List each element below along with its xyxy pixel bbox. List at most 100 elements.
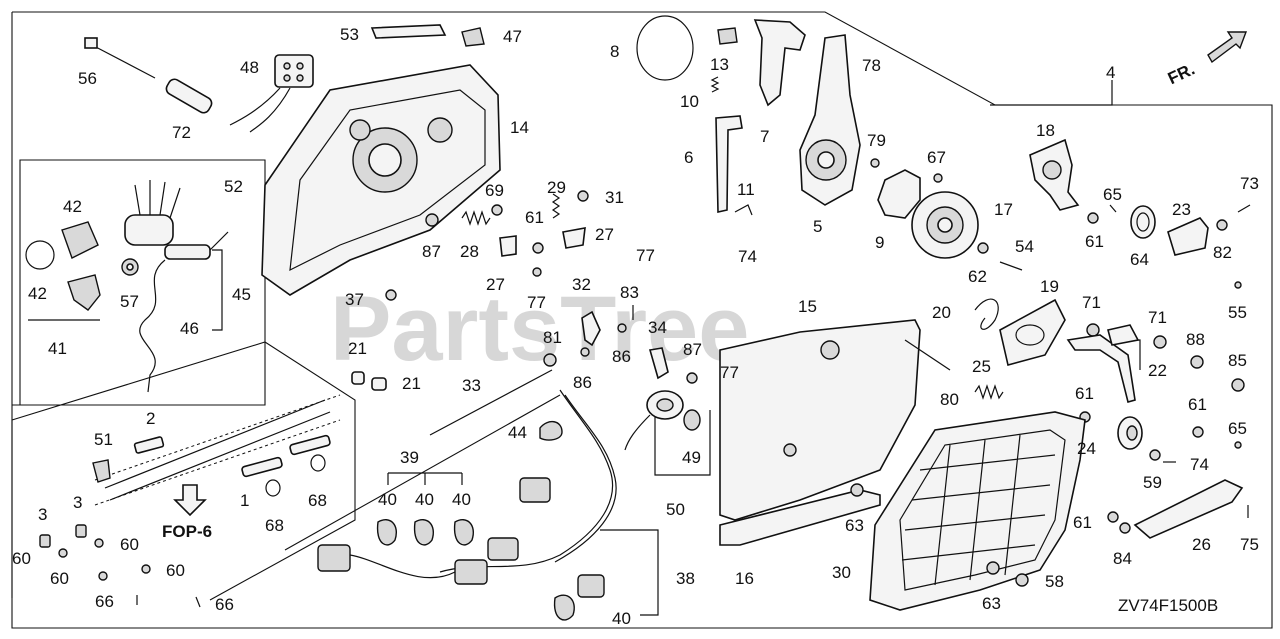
callout-85: 85: [1228, 351, 1247, 370]
callout-31: 31: [605, 188, 624, 207]
cable-72-part: [165, 78, 213, 114]
callout-61-right-b: 61: [1188, 395, 1207, 414]
callout-40-a: 40: [378, 490, 397, 509]
callout-71-left: 71: [1082, 293, 1101, 312]
callout-87-mid: 87: [683, 340, 702, 359]
callout-8: 8: [610, 42, 619, 61]
callout-77-right: 77: [636, 246, 655, 265]
callout-66-left: 66: [95, 592, 114, 611]
callout-60-mid: 60: [120, 535, 139, 554]
washer-61-d-part: [1192, 426, 1204, 438]
bracket-18-part: [1029, 138, 1080, 211]
link-26-part: [1133, 479, 1244, 539]
washer-86-b-part: [580, 347, 590, 357]
callout-57: 57: [120, 292, 139, 311]
callout-30: 30: [832, 563, 851, 582]
callout-33: 33: [462, 376, 481, 395]
screw-79-part: [870, 158, 880, 168]
collar-21-b-part: [371, 377, 387, 391]
nut-71-a-part: [1086, 323, 1100, 337]
rod-33-part: [429, 369, 553, 436]
bracket-45: [212, 249, 223, 331]
callout-22: 22: [1148, 361, 1167, 380]
cover-53-part: [370, 24, 447, 39]
callout-60-bottom-right: 60: [166, 561, 185, 580]
clip-40-a-part: [376, 519, 397, 546]
callout-61-bottom: 61: [1073, 513, 1092, 532]
callout-63-bottom: 63: [982, 594, 1001, 613]
spring-25-part: [974, 384, 1004, 400]
callout-67: 67: [927, 148, 946, 167]
callout-75: 75: [1240, 535, 1259, 554]
callout-81: 81: [543, 328, 562, 347]
callout-19: 19: [1040, 277, 1059, 296]
nut-60-d-part: [141, 564, 151, 574]
lever-34-part: [648, 347, 669, 380]
callout-61-right-a: 61: [1075, 384, 1094, 403]
callout-18: 18: [1036, 121, 1055, 140]
main-assembly-frame: [11, 11, 1273, 629]
callout-labels: 53 47 56 48 72 14 52 42 42 41 57 45 46 8…: [12, 25, 1259, 628]
cable-group-dash-2: [94, 419, 341, 506]
callout-68-left: 68: [265, 516, 284, 535]
washer-62-part: [977, 242, 989, 254]
callout-80: 80: [940, 390, 959, 409]
callout-37: 37: [345, 290, 364, 309]
callout-47: 47: [503, 27, 522, 46]
bushing-64-part: [1130, 205, 1156, 239]
callout-50: 50: [666, 500, 685, 519]
callout-38: 38: [676, 569, 695, 588]
callout-11: 11: [737, 180, 755, 199]
clamp-68-a-part: [265, 479, 281, 497]
callout-86-right: 86: [612, 347, 631, 366]
key-42-bottom-part: [67, 274, 101, 311]
plate-19-part: [999, 298, 1066, 366]
side-panel-15-part: [719, 319, 921, 521]
nut-63-a-part: [850, 483, 864, 497]
callout-63-left: 63: [845, 516, 864, 535]
clamp-68-b-part: [310, 454, 326, 472]
fop-arrow-icon: [173, 484, 207, 517]
callout-42-bottom: 42: [28, 284, 47, 303]
spring-10-part: [710, 76, 720, 93]
spring-28-part: [461, 210, 491, 226]
callout-77-mid: 77: [720, 363, 739, 382]
watermark: PartsTree: [330, 278, 749, 380]
callout-87-top: 87: [422, 242, 441, 261]
washer-69-part: [491, 204, 503, 216]
callout-64: 64: [1130, 250, 1149, 269]
key-switch-frame: [12, 159, 266, 406]
lever-22-part: [1066, 324, 1140, 403]
callout-41: 41: [48, 339, 67, 358]
pin-66-b-part: [195, 596, 201, 608]
callout-60-left: 60: [12, 549, 31, 568]
clip-40-c-part: [453, 519, 474, 546]
bracket-27-b-part: [499, 235, 517, 257]
callout-13: 13: [710, 55, 729, 74]
callout-65-top: 65: [1103, 185, 1122, 204]
callout-24: 24: [1077, 439, 1096, 458]
nut-60-a-part: [58, 548, 68, 558]
callout-62: 62: [968, 267, 987, 286]
grommet-44-part: [539, 421, 563, 441]
callout-2: 2: [146, 409, 155, 428]
callout-39: 39: [400, 448, 419, 467]
callout-46: 46: [180, 319, 199, 338]
callout-84: 84: [1113, 549, 1132, 568]
callout-42-top: 42: [63, 197, 82, 216]
callout-40-c: 40: [452, 490, 471, 509]
throttle-cable-frame: [11, 341, 356, 601]
nut-57-part: [121, 258, 139, 276]
callout-20: 20: [932, 303, 951, 322]
washer-61-part: [532, 242, 544, 254]
callout-60-bottom-left: 60: [50, 569, 69, 588]
bracket-3-a-part: [39, 534, 51, 548]
callout-34: 34: [648, 318, 667, 337]
bolt-54-part: [999, 261, 1023, 271]
bolt-56-part: [84, 37, 156, 79]
callout-17: 17: [994, 200, 1013, 219]
bracket-22: [1135, 339, 1141, 370]
leader-4: [990, 80, 1113, 106]
key-42-top-part: [61, 221, 99, 259]
callout-54: 54: [1015, 237, 1034, 256]
